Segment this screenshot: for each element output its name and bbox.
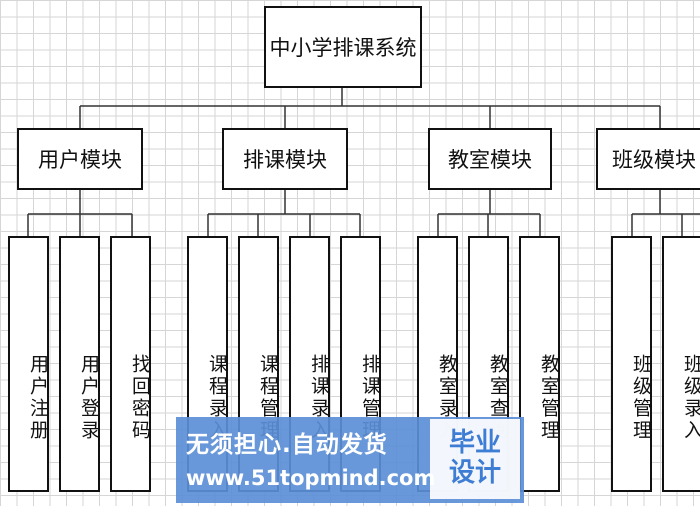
module-label: 班级模块 [612, 148, 696, 172]
leaf-label: 班级录入 [681, 354, 700, 442]
root-node: 中小学排课系统 [264, 6, 422, 88]
module-scheduling: 排课模块 [222, 128, 348, 190]
module-class: 班级模块 [596, 128, 700, 190]
watermark-url: www.51topmind.com [186, 466, 436, 490]
leaf-label: 用户登录 [78, 354, 100, 442]
leaf-class-manage: 班级管理 [611, 236, 652, 492]
leaf-label: 教室管理 [538, 354, 560, 442]
leaf-class-entry: 班级录入 [662, 236, 700, 492]
watermark-badge-line1: 毕业 [448, 428, 501, 459]
module-label: 教室模块 [448, 148, 532, 172]
leaf-user-login: 用户登录 [59, 236, 100, 492]
module-label: 用户模块 [38, 148, 122, 172]
leaf-find-password: 找回密码 [110, 236, 151, 492]
watermark-slogan: 无须担心.自动发货 [186, 432, 388, 458]
module-classroom: 教室模块 [428, 128, 552, 190]
root-label: 中小学排课系统 [269, 36, 417, 60]
watermark-badge-line2: 设计 [448, 458, 501, 488]
leaf-label: 用户注册 [27, 354, 49, 442]
leaf-label: 找回密码 [129, 354, 151, 442]
module-user: 用户模块 [17, 128, 143, 190]
leaf-label: 班级管理 [630, 354, 652, 442]
leaf-user-register: 用户注册 [8, 236, 49, 492]
leaf-classroom-manage: 教室管理 [519, 236, 560, 492]
watermark-badge: 毕业 设计 [430, 419, 520, 499]
module-label: 排课模块 [243, 148, 327, 172]
